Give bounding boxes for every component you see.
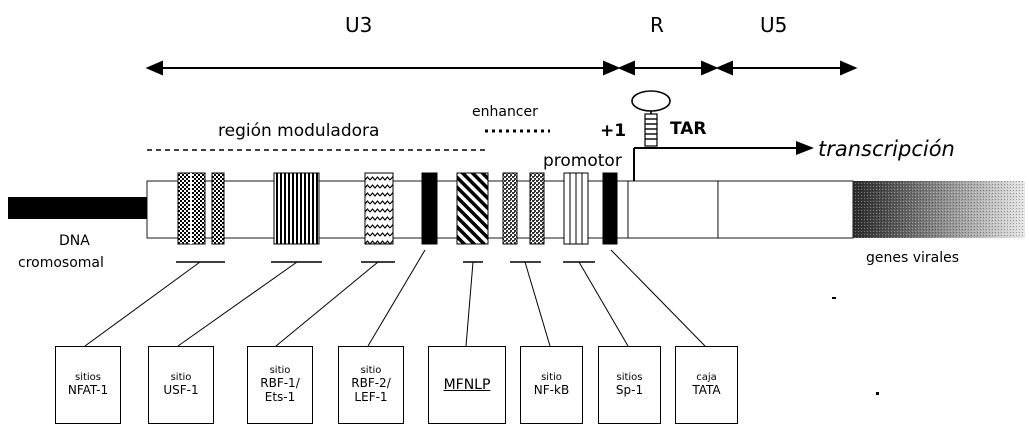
viral-genes-label: genes virales [866, 250, 959, 266]
site-box-line3: Ets-1 [265, 391, 296, 405]
site-box-usf1: sitio USF-1 [148, 346, 214, 424]
dna-label: DNA [59, 233, 90, 249]
transcription-arrow [634, 148, 808, 181]
dna-cromosomal-label: cromosomal [18, 255, 104, 271]
site-box-nfat1: sitios NFAT-1 [55, 346, 121, 424]
site-box-line2: NF-kB [534, 384, 569, 398]
usf1-block [274, 173, 319, 244]
mfnlp-block [457, 173, 488, 244]
region-r-label: R [650, 13, 664, 37]
region-arrows [148, 62, 855, 74]
site-box-line2: Sp-1 [616, 384, 643, 398]
tar-label: TAR [670, 119, 707, 139]
plus-one-label: +1 [600, 121, 626, 141]
site-box-line2: NFAT-1 [68, 384, 108, 398]
site-box-line3: LEF-1 [354, 391, 387, 405]
ltr-u5-segment [718, 181, 853, 238]
nfkb-block-a [503, 173, 517, 244]
modulator-region-label: región moduladora [218, 121, 379, 141]
ltr-r-segment [628, 181, 718, 238]
nfat1-block-b [212, 173, 224, 244]
site-box-line2: RBF-2/ [351, 377, 390, 391]
site-box-line2: RBF-1/ [260, 377, 299, 391]
tar-hairpin [632, 91, 670, 146]
site-box-line2: USF-1 [163, 384, 198, 398]
nfkb-block-b [530, 173, 544, 244]
speck [876, 392, 879, 395]
site-box-nfkb: sitio NF-kB [520, 346, 583, 424]
tata-block [603, 173, 617, 244]
region-u3-label: U3 [345, 13, 372, 37]
region-u5-label: U5 [760, 13, 787, 37]
speck [832, 297, 836, 299]
site-box-line2: TATA [692, 384, 720, 398]
rbf2-lef1-block [422, 173, 437, 244]
rbf1-ets1-block [365, 173, 393, 244]
site-box-tata: caja TATA [675, 346, 738, 424]
site-box-line2: MFNLP [444, 377, 491, 393]
transcription-arrowhead [796, 141, 814, 155]
site-connectors [85, 250, 705, 346]
transcription-label: transcripción [818, 137, 955, 161]
site-box-rbf1-ets1: sitio RBF-1/ Ets-1 [247, 346, 313, 424]
enhancer-label: enhancer [472, 104, 538, 120]
viral-genes-texture [853, 181, 1025, 238]
site-box-sp1: sitios Sp-1 [598, 346, 661, 424]
chromosomal-dna-bar [8, 197, 148, 219]
promoter-label: promotor [543, 151, 622, 171]
site-box-mfnlp: MFNLP [428, 346, 506, 424]
site-box-rbf2-lef1: sitio RBF-2/ LEF-1 [338, 346, 404, 424]
